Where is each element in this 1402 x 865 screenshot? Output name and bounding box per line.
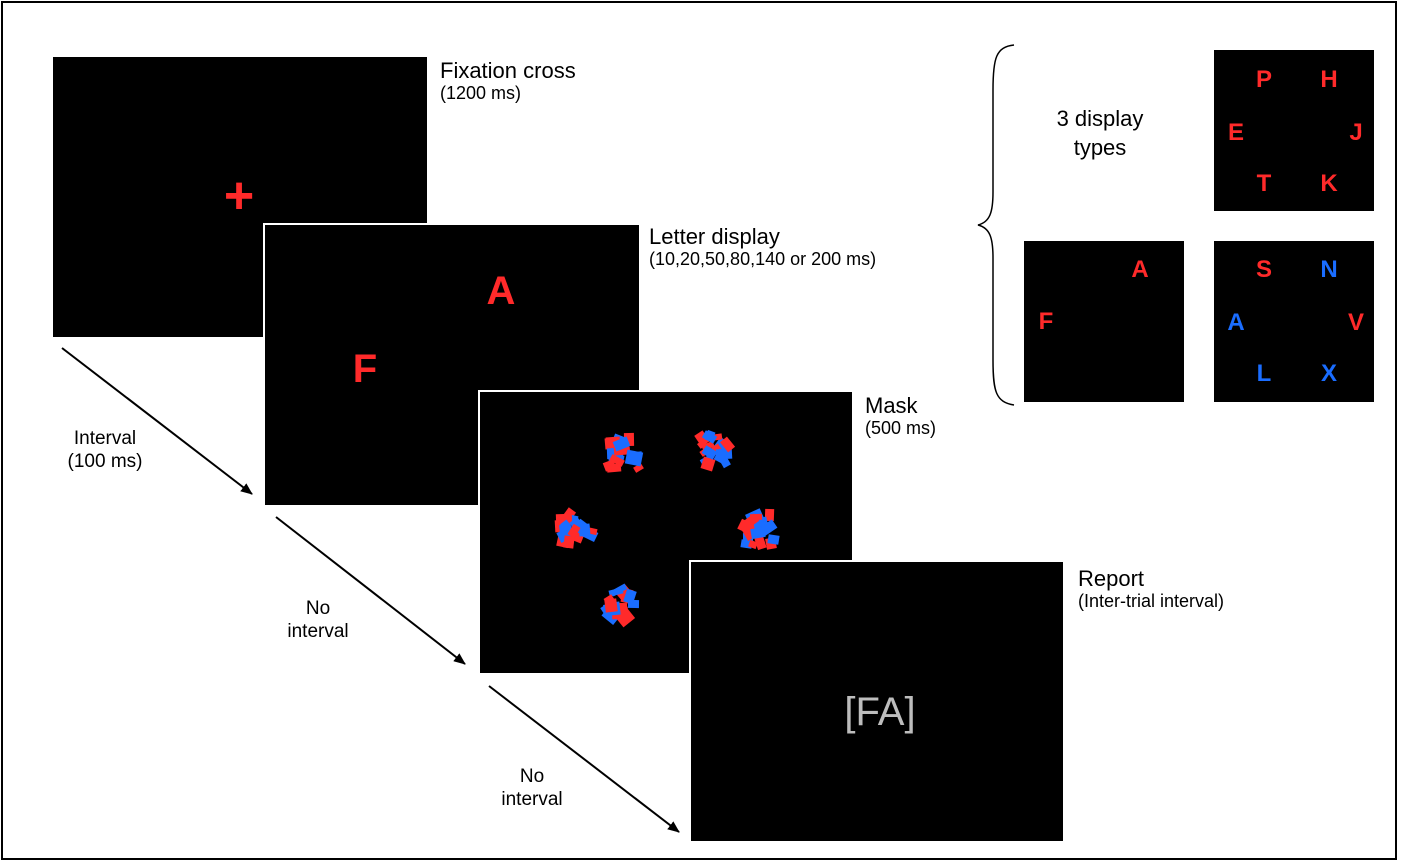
report-screen: [FA] [689, 560, 1065, 843]
mask-duration: (500 ms) [865, 418, 937, 439]
timeline-arrow-2 [275, 516, 466, 665]
display-types-line1: 3 display [1056, 106, 1144, 131]
fixation-cross: + [223, 167, 255, 225]
mask-label: Mask (500 ms) [865, 393, 936, 439]
type-letter: H [1320, 66, 1338, 93]
letter-display-duration: (10,20,50,80,140 or 200 ms) [649, 249, 877, 270]
type-letter: A [1227, 309, 1245, 336]
type-letter: J [1349, 119, 1363, 146]
curly-brace [977, 44, 1015, 406]
type-letter: F [1038, 308, 1054, 335]
report-duration: (Inter-trial interval) [1078, 591, 1225, 612]
display-types-label: 3 display types [1030, 105, 1170, 162]
report-label: Report (Inter-trial interval) [1078, 566, 1224, 612]
display-type-mixed: S N A V L X [1214, 241, 1374, 402]
report-title: Report [1078, 566, 1145, 591]
interval-label-1-line1: Interval [73, 428, 137, 449]
stim-letter-f: F [352, 347, 378, 391]
type-letter: L [1256, 360, 1272, 387]
interval-label-2: No interval [268, 598, 368, 644]
interval-label-3-line2: interval [501, 788, 563, 810]
interval-label-3: No interval [482, 766, 582, 812]
display-types-line2: types [1073, 134, 1127, 160]
type-letter: S [1255, 256, 1273, 283]
interval-label-2-line1: No [305, 598, 331, 619]
display-type-two-red: A F [1024, 241, 1184, 402]
fixation-label: Fixation cross (1200 ms) [440, 58, 576, 104]
type-letter: K [1320, 170, 1338, 197]
interval-label-1: Interval (100 ms) [50, 428, 160, 474]
interval-label-1-line2: (100 ms) [67, 450, 143, 472]
timeline-arrow-1 [61, 347, 253, 495]
fixation-title: Fixation cross [440, 58, 576, 83]
type-letter: N [1320, 256, 1338, 283]
type-letter: V [1347, 309, 1365, 336]
interval-label-3-line1: No [519, 766, 545, 787]
type-letter: P [1255, 66, 1273, 93]
display-type-six-red: P H E J T K [1214, 50, 1374, 211]
letter-display-title: Letter display [649, 224, 780, 249]
type-letter: T [1256, 170, 1272, 197]
type-letter: E [1227, 119, 1245, 146]
stim-letter-a: A [486, 269, 516, 313]
mask-title: Mask [865, 393, 918, 418]
type-letter: A [1131, 256, 1149, 283]
type-letter: X [1320, 360, 1338, 387]
timeline-arrow-3 [488, 685, 680, 833]
report-response: [FA] [844, 690, 916, 734]
interval-label-2-line2: interval [287, 620, 349, 642]
fixation-duration: (1200 ms) [440, 83, 522, 104]
letter-display-label: Letter display (10,20,50,80,140 or 200 m… [649, 224, 876, 270]
